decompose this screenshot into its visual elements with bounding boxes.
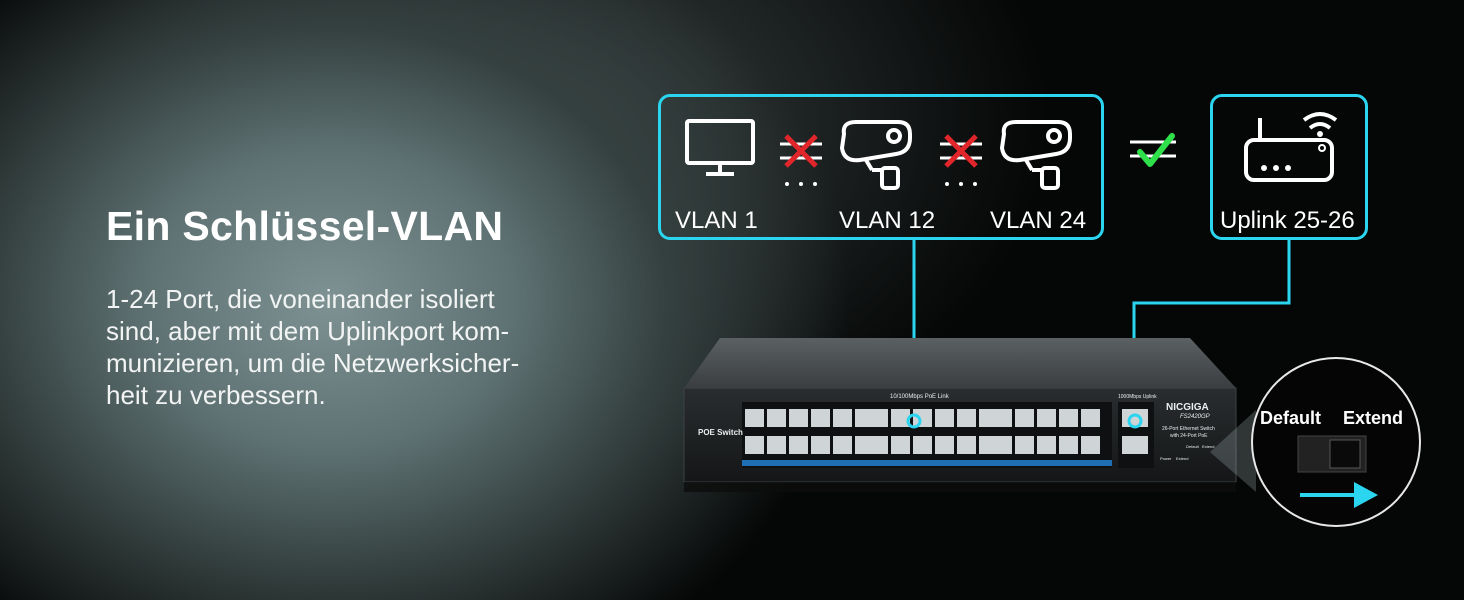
switch-desc: 26-Port Ethernet Switch [1162, 426, 1215, 432]
wifi-router-icon [1244, 112, 1338, 182]
port-grid [742, 402, 1112, 468]
switch-side-label: POE Switch [698, 428, 743, 437]
description-line: munizieren, um die Netzwerksicher- [106, 348, 520, 378]
green-check-icon [1130, 133, 1176, 167]
red-x-icon [780, 134, 822, 186]
uplink-link-label: 1000Mbps Uplink [1118, 394, 1157, 400]
vlan-box [658, 94, 1104, 240]
vlan-label: VLAN 24 [990, 207, 1087, 234]
zoom-default-label: Default [1260, 408, 1322, 428]
monitor-icon [685, 119, 755, 176]
zoom-beam [1210, 410, 1256, 492]
switch-brand: NICGIGA [1166, 402, 1209, 413]
description-line: heit zu verbessern. [106, 380, 326, 410]
security-camera-icon [1000, 120, 1072, 190]
red-x-icon [940, 134, 982, 186]
headline: Ein Schlüssel-VLAN [106, 203, 504, 249]
dip-default-label: Default [1186, 444, 1199, 449]
vlan-label: VLAN 12 [839, 207, 936, 234]
description-line: 1-24 Port, die voneinander isoliert [106, 284, 495, 314]
uplink-label: Uplink 25-26 [1220, 207, 1355, 234]
switch-model: FS2420GP [1180, 414, 1210, 420]
zoom-extend-label: Extend [1343, 408, 1404, 428]
uplink-box [1210, 94, 1368, 240]
description: 1-24 Port, die voneinander isoliert sind… [106, 283, 626, 411]
dip-extend-label: Extend [1202, 444, 1215, 449]
dip-switch-zoom [1251, 357, 1421, 527]
security-camera-icon [840, 120, 912, 190]
poe-link-label: 10/100Mbps PoE Link [890, 394, 949, 400]
uplink-ports [1118, 402, 1154, 468]
led-extend-label: Extend [1176, 456, 1189, 461]
led-power-label: Power [1160, 456, 1172, 461]
description-line: sind, aber mit dem Uplinkport kom- [106, 316, 510, 346]
vlan-label: VLAN 1 [675, 207, 758, 234]
switch-desc: with 24-Port PoE [1170, 433, 1208, 439]
